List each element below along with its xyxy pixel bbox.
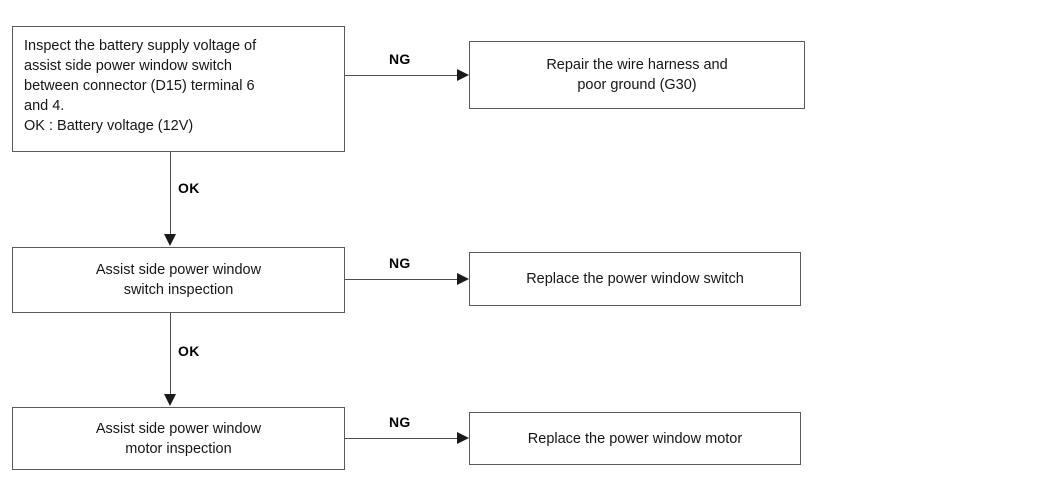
node-replace-power-window-switch: Replace the power window switch	[469, 252, 801, 306]
node-inspect-battery-voltage: Inspect the battery supply voltage of as…	[12, 26, 345, 152]
edge-label-ok-1: OK	[178, 180, 200, 196]
node-switch-inspection: Assist side power window switch inspecti…	[12, 247, 345, 313]
node-switch-inspection-text: Assist side power window switch inspecti…	[95, 262, 262, 298]
edge-label-ng-2: NG	[389, 255, 411, 271]
node-inspect-battery-voltage-text: Inspect the battery supply voltage of as…	[24, 38, 257, 134]
node-replace-power-window-switch-text: Replace the power window switch	[526, 271, 744, 287]
connector-ng-1-line	[345, 75, 458, 76]
connector-ok-1-arrowhead	[164, 234, 176, 246]
edge-label-ng-1: NG	[389, 51, 411, 67]
node-motor-inspection-text: Assist side power window motor inspectio…	[95, 420, 262, 457]
node-repair-wire-harness: Repair the wire harness and poor ground …	[469, 41, 805, 109]
connector-ng-1-arrowhead	[457, 69, 469, 81]
edge-label-ok-2: OK	[178, 343, 200, 359]
node-replace-power-window-motor-text: Replace the power window motor	[527, 430, 743, 447]
node-motor-inspection: Assist side power window motor inspectio…	[12, 407, 345, 470]
node-replace-power-window-motor: Replace the power window motor	[469, 412, 801, 465]
connector-ng-2-line	[345, 279, 458, 280]
node-repair-wire-harness-text: Repair the wire harness and poor ground …	[546, 57, 728, 93]
connector-ok-2-arrowhead	[164, 394, 176, 406]
connector-ng-3-arrowhead	[457, 432, 469, 444]
connector-ng-3-line	[345, 438, 458, 439]
connector-ng-2-arrowhead	[457, 273, 469, 285]
connector-ok-2-line	[170, 313, 171, 395]
connector-ok-1-line	[170, 152, 171, 235]
edge-label-ng-3: NG	[389, 414, 411, 430]
